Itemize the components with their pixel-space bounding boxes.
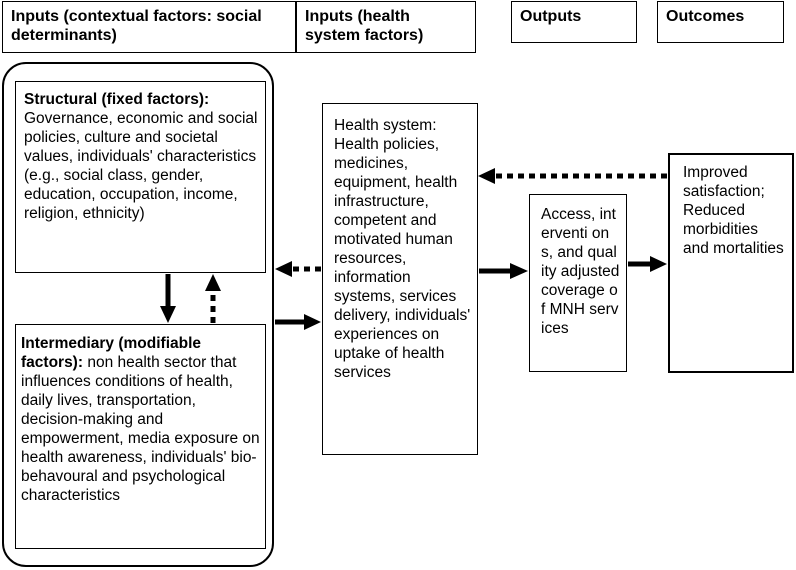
intermediary-title: Intermediary (modifiable factors): [21,335,202,371]
structural-title: Structural (fixed factors): [24,91,210,108]
health-system-box: Health system: Health policies, medicine… [322,103,478,455]
intermediary-text: non health sector that influences condit… [21,354,260,504]
outcomes-to-health-system-dashed-arrow [478,168,667,184]
outputs-box: Access, interventi ons, and quality adju… [529,194,627,372]
inputs-health-header: Inputs (health system factors) [296,1,476,53]
structural-text: Governance, economic and social policies… [24,110,258,222]
outputs-to-outcomes-arrow [628,256,667,272]
inputs-contextual-header: Inputs (contextual factors: social deter… [2,1,296,53]
structural-factors-box: Structural (fixed factors): Governance, … [15,81,266,273]
outputs-header: Outputs [511,1,637,43]
intermediary-factors-box: Intermediary (modifiable factors): non h… [15,324,266,549]
outcomes-header: Outcomes [657,1,784,43]
intermediary-to-health-system-arrow [275,314,321,330]
intermediary-to-structural-dashed-arrow [205,274,221,323]
social-determinants-container [2,62,274,567]
health-system-to-structural-dashed-arrow [275,261,321,277]
outcomes-box: Improved satisfaction; Reduced morbiditi… [668,153,794,373]
structural-to-intermediary-arrow [160,274,176,323]
health-system-to-outputs-arrow [479,263,528,279]
